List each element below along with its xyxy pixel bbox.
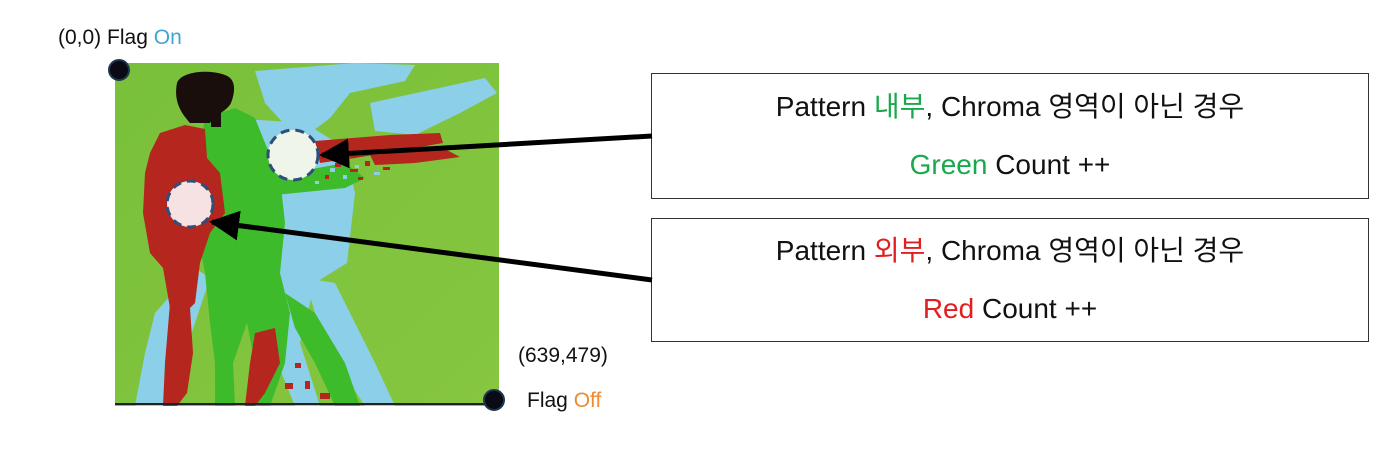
top-left-corner-dot [108,59,130,81]
inside-box-line1: Pattern 내부, Chroma 영역이 아닌 경우 [776,78,1244,136]
inside-condition-text: , Chroma 영역이 아닌 경우 [925,91,1245,122]
bottom-right-corner-dot [483,389,505,411]
outside-condition-text: , Chroma 영역이 아닌 경우 [925,235,1245,266]
bottom-right-flag-state: Off [573,389,602,412]
top-left-flag-state: On [153,26,182,49]
outside-pattern-word: Pattern [775,235,867,266]
outside-pattern-box: Pattern 외부, Chroma 영역이 아닌 경우 Red Count +… [651,218,1369,342]
bottom-right-coord: (639,479) [518,344,608,367]
outside-box-line2: Red Count ++ [923,280,1097,338]
bottom-right-flag-word: Flag [527,389,568,412]
inside-pattern-box: Pattern 내부, Chroma 영역이 아닌 경우 Green Count… [651,73,1369,199]
outside-location-word: 외부 [873,235,926,266]
cyan-noise [315,165,380,184]
red-count-color-word: Red [922,293,975,324]
top-left-label: (0,0) Flag On [58,26,182,50]
segmented-image [115,63,499,406]
top-left-coord: (0,0) [58,26,102,49]
inside-pattern-word: Pattern [775,91,867,122]
segmented-image-canvas [115,63,499,406]
inside-box-line2: Green Count ++ [910,136,1111,194]
sample-circle-outside [165,179,215,229]
top-left-flag-word: Flag [107,26,148,49]
green-count-color-word: Green [909,149,988,180]
dark-neck [211,107,221,127]
red-count-text: Count ++ [974,293,1098,324]
green-count-text: Count ++ [987,149,1111,180]
sample-circle-inside [266,128,320,182]
outside-box-line1: Pattern 외부, Chroma 영역이 아닌 경우 [776,222,1244,280]
inside-location-word: 내부 [873,91,926,122]
bottom-right-flag-label: Flag Off [527,389,601,413]
